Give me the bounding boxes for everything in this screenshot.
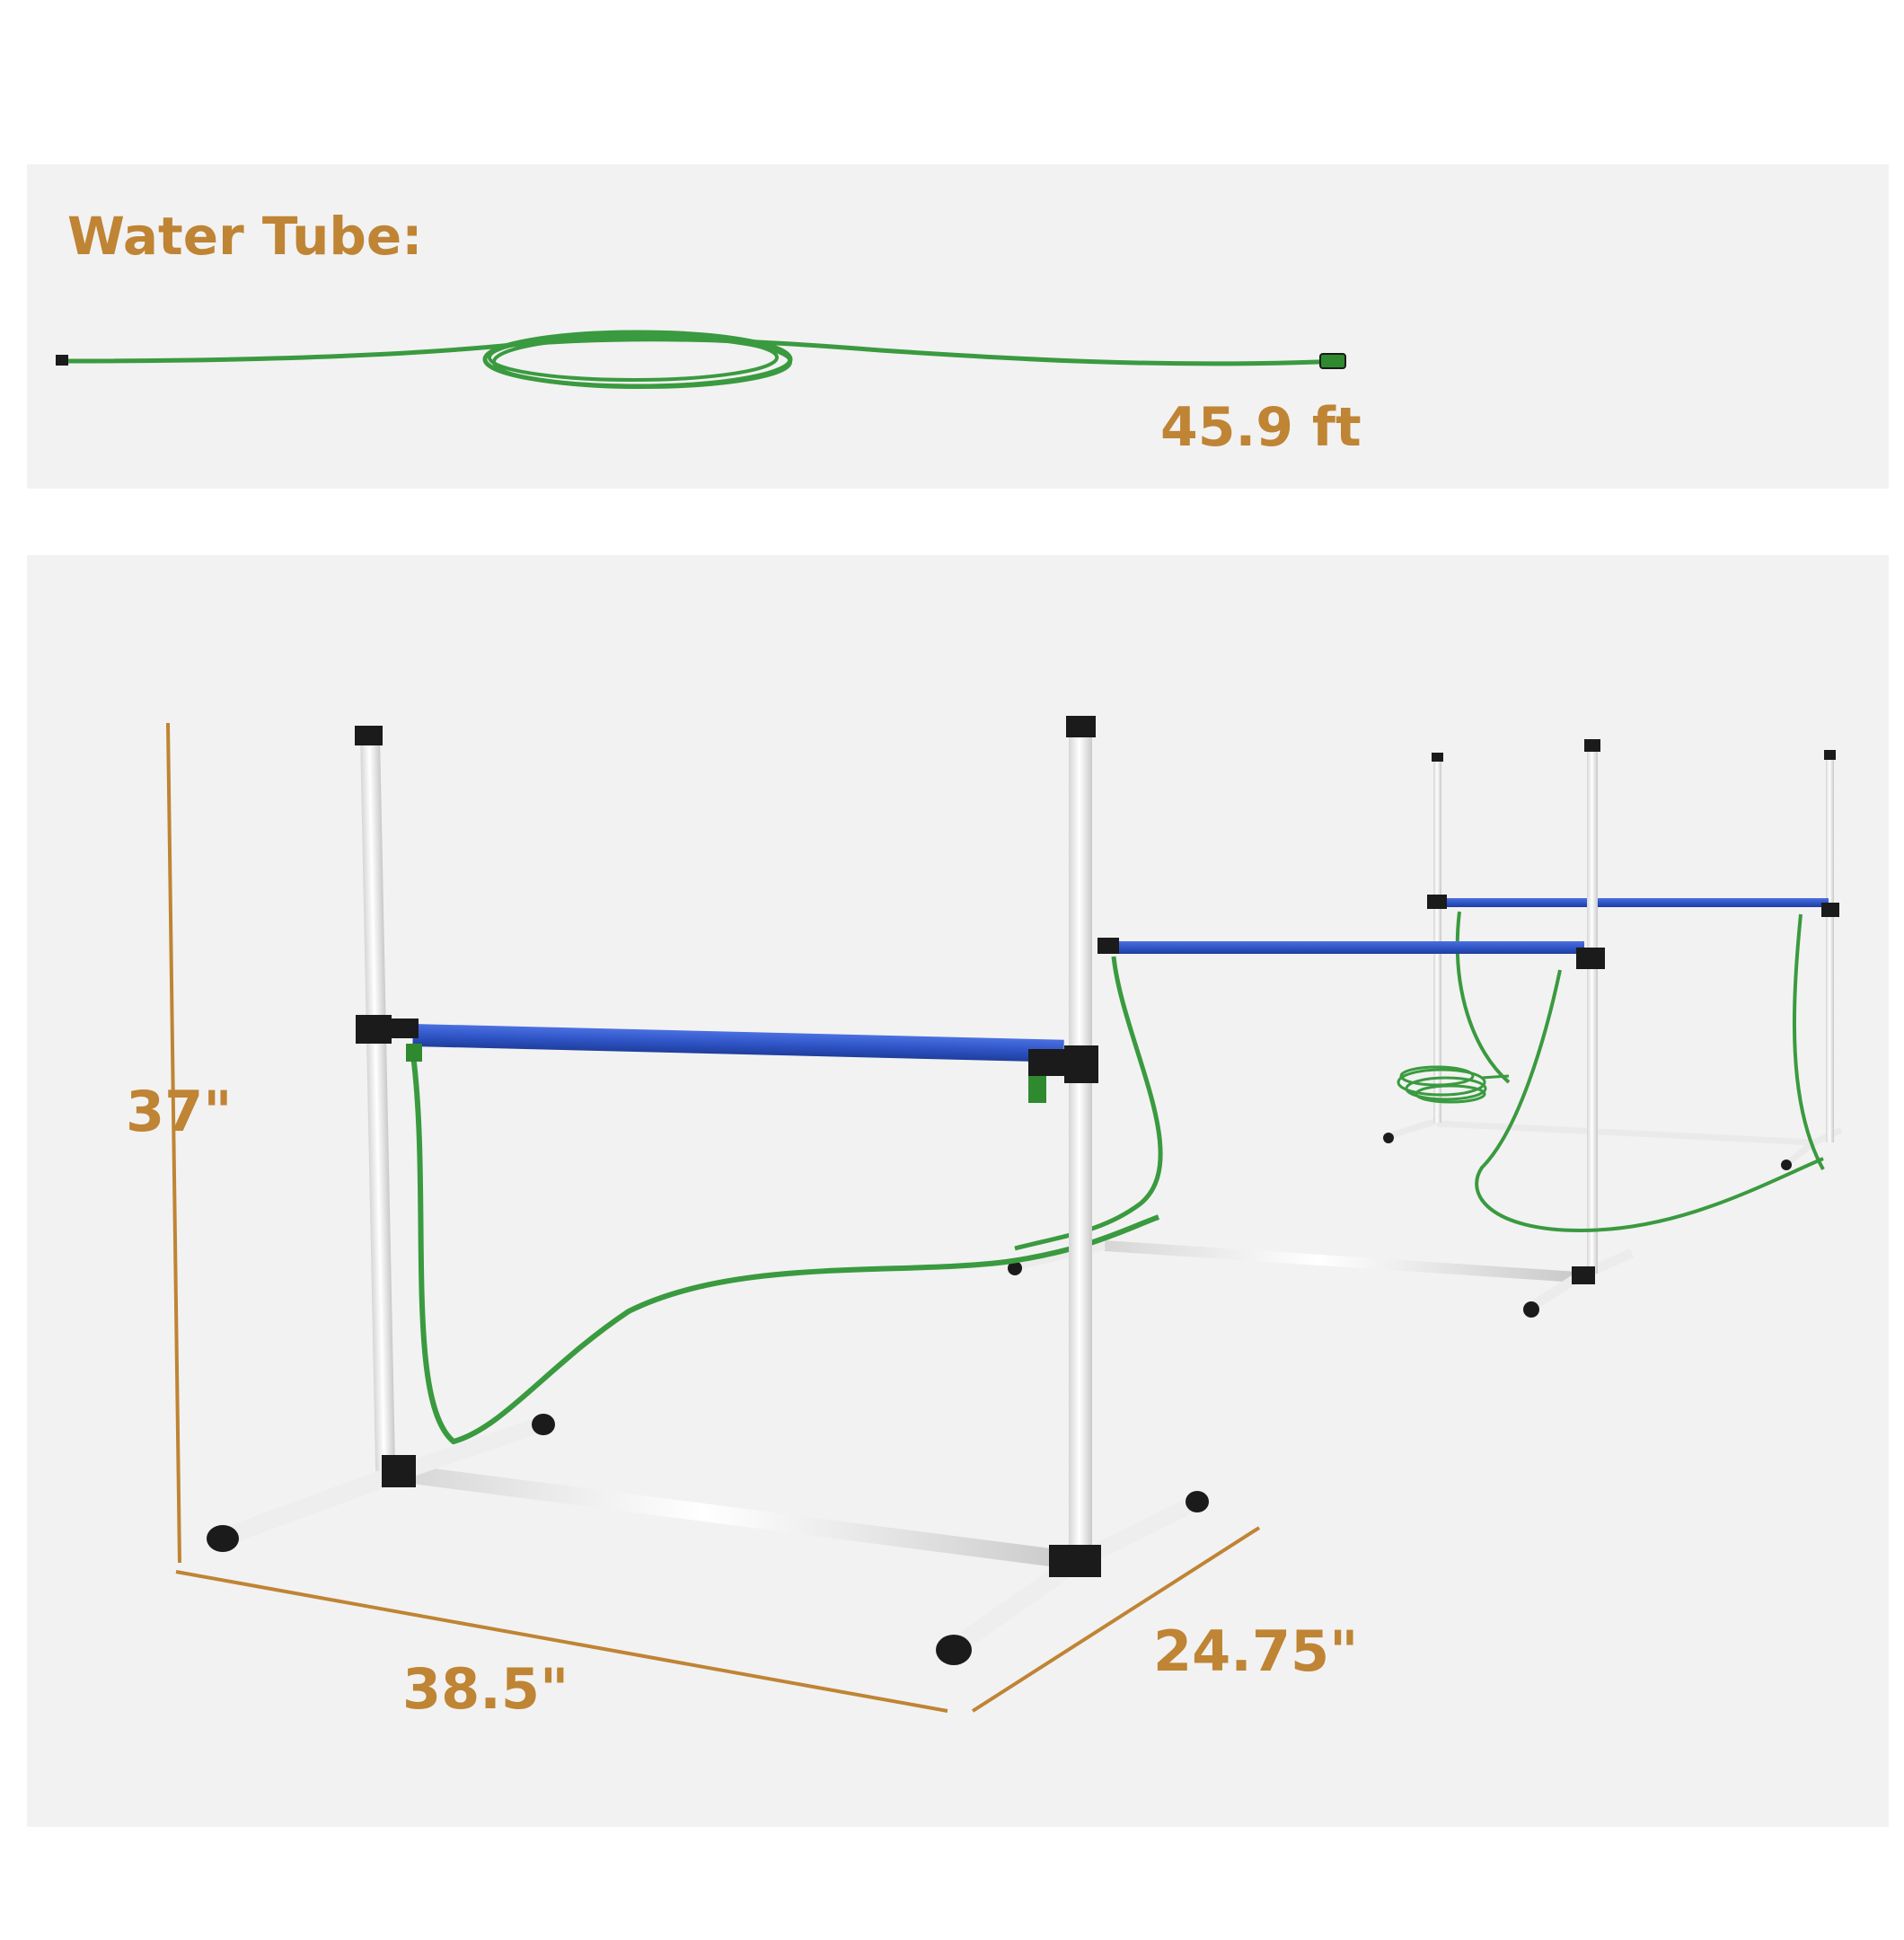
hurdle-middle <box>1008 739 1824 1318</box>
water-tube-panel <box>27 164 1889 489</box>
hurdle-front <box>207 716 1209 1665</box>
depth-dimension-label: 24.75" <box>1153 1618 1359 1684</box>
water-tube-length-label: 45.9 ft <box>1160 396 1362 459</box>
width-dimension-label: 38.5" <box>402 1656 569 1722</box>
dimension-lines <box>166 722 1261 1713</box>
height-dimension-label: 37" <box>126 1079 233 1144</box>
hurdle-diagram-panel <box>27 555 1889 1827</box>
water-tube-title: Water Tube: <box>67 206 423 267</box>
hurdle-far <box>1383 750 1843 1170</box>
hose-coil-icon <box>1397 1065 1510 1104</box>
water-tube-hose-icon <box>56 330 1346 389</box>
